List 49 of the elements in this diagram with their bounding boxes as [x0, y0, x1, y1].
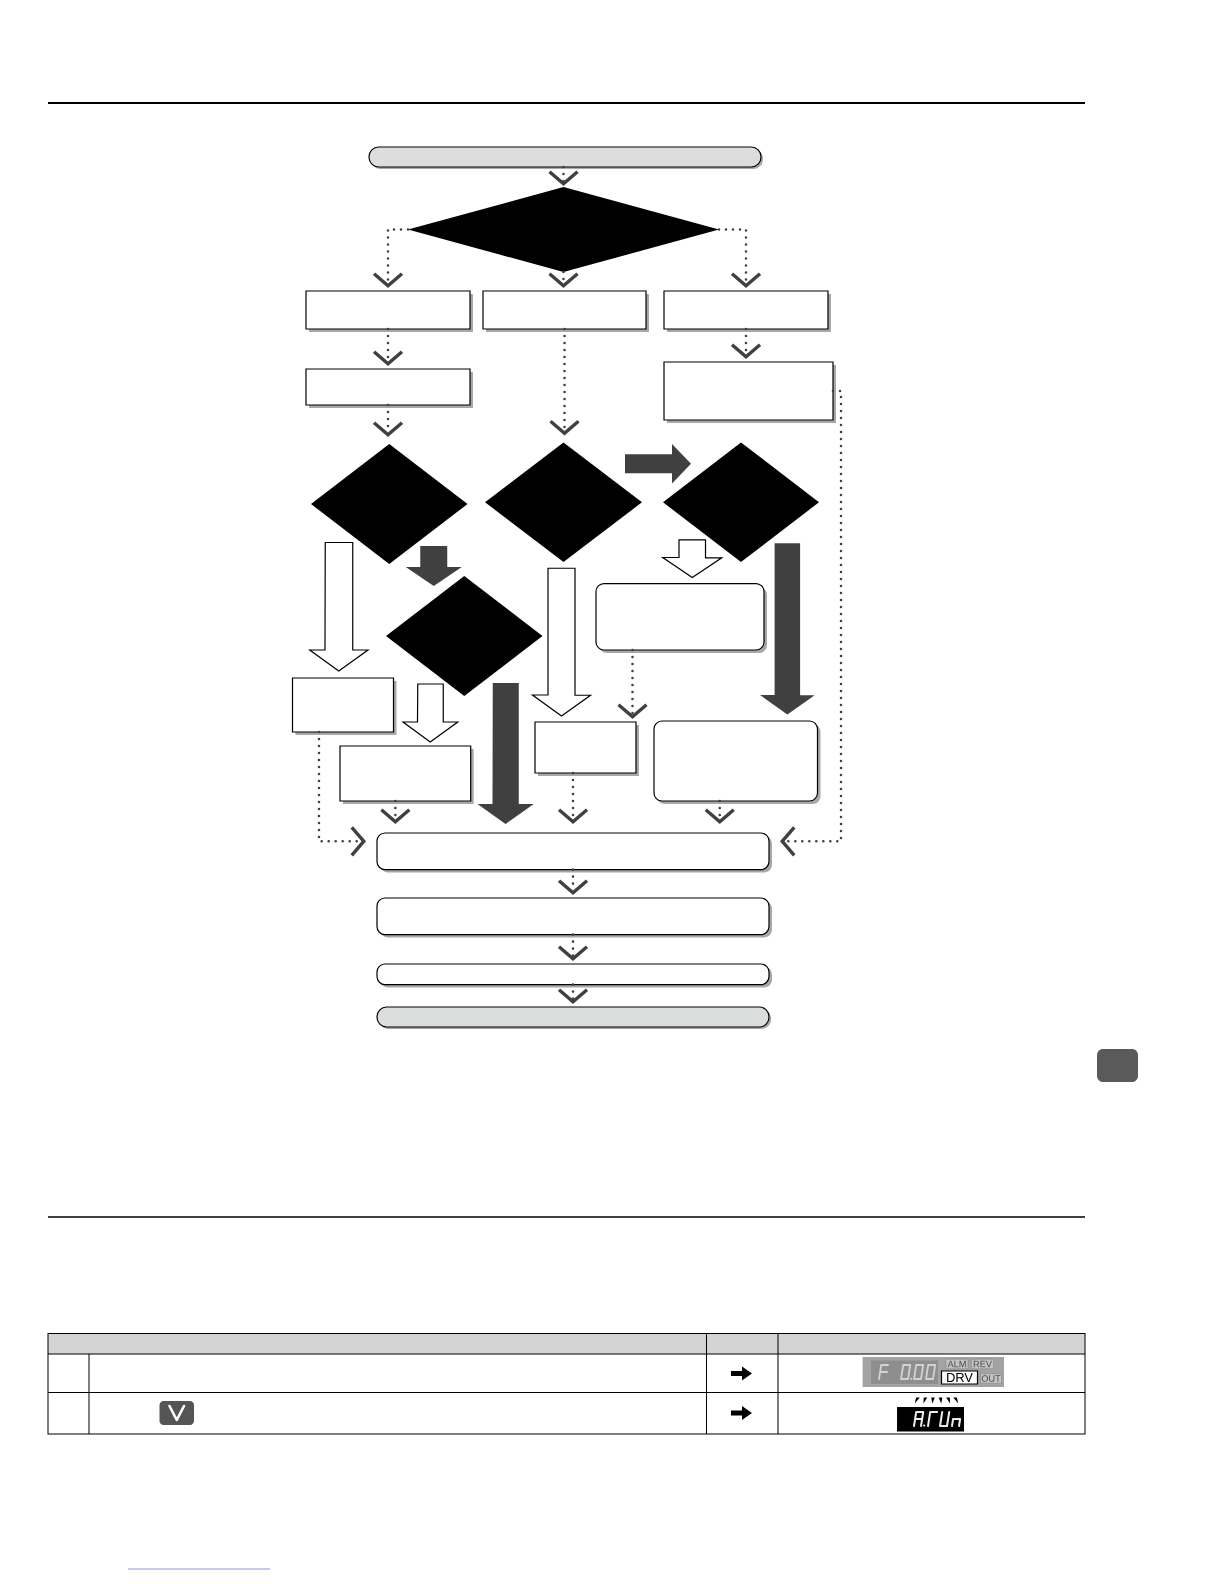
block-arrow [477, 683, 534, 824]
rounded-box [376, 832, 772, 873]
process-box [663, 361, 836, 423]
block-arrow [660, 539, 724, 579]
dotted-arrow [548, 165, 579, 186]
decision-diamond [311, 444, 468, 564]
block-arrow [760, 543, 815, 715]
dotted-arrow [380, 799, 411, 824]
block-arrow [405, 546, 462, 586]
status-label: ALM [945, 1359, 969, 1369]
dotted-arrow [372, 228, 410, 288]
process-box [482, 290, 649, 332]
pill-box [368, 146, 763, 169]
dotted-arrow [780, 389, 843, 857]
block-arrow [401, 683, 460, 743]
process-box [663, 290, 831, 332]
decision-diamond [485, 442, 642, 562]
dotted-arrow [372, 403, 404, 437]
rounded-box [376, 897, 772, 938]
decision-diamond [408, 187, 719, 272]
pill-box [376, 1006, 771, 1029]
dotted-arrow [557, 868, 589, 895]
decision-diamond [386, 576, 543, 696]
block-arrow [625, 444, 691, 484]
rounded-box [595, 583, 767, 653]
process-box [339, 745, 474, 804]
decision-diamond [663, 442, 819, 562]
rounded-box [376, 963, 772, 988]
status-label: REV [971, 1359, 994, 1369]
block-arrow [530, 567, 593, 717]
process-box [291, 677, 397, 735]
dotted-arrow [617, 648, 648, 719]
status-label: OUT [980, 1373, 1002, 1384]
dotted-arrow [557, 983, 589, 1004]
block-arrow [307, 541, 370, 672]
status-label: DRV [940, 1370, 979, 1385]
dotted-arrow [372, 327, 404, 366]
process-box [534, 721, 639, 776]
dotted-arrow [557, 771, 589, 824]
dotted-arrow [317, 730, 366, 857]
dotted-arrow [730, 327, 762, 359]
dotted-arrow [548, 270, 579, 288]
process-box [305, 290, 473, 332]
dotted-arrow [557, 933, 589, 961]
dotted-arrow [704, 799, 735, 824]
dotted-arrow [549, 327, 580, 436]
dotted-arrow [717, 228, 762, 288]
rounded-box [653, 720, 821, 804]
process-box [305, 368, 473, 408]
